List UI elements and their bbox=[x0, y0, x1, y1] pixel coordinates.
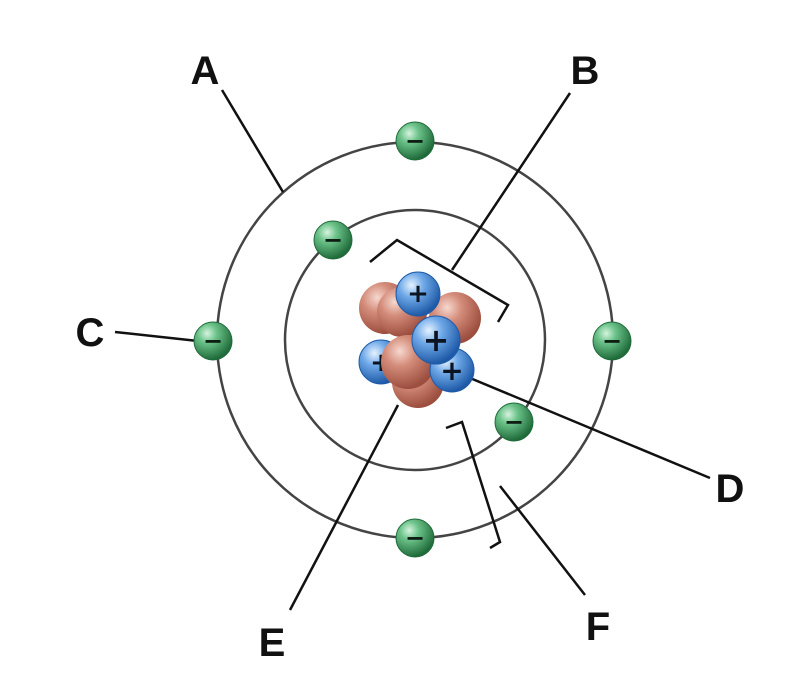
label-f: F bbox=[586, 605, 610, 649]
leader-line-e bbox=[288, 404, 400, 611]
electron: − bbox=[395, 121, 435, 161]
electron-sign: − bbox=[323, 226, 343, 254]
electron-sign: − bbox=[405, 524, 425, 552]
electron-sign: − bbox=[602, 327, 622, 355]
label-e: E bbox=[259, 621, 286, 665]
leader-line-a bbox=[220, 89, 285, 193]
electron: − bbox=[193, 321, 233, 361]
proton-sign: + bbox=[407, 279, 429, 309]
electron: − bbox=[395, 518, 435, 558]
proton: + bbox=[395, 271, 441, 317]
inner-orbit bbox=[283, 208, 547, 472]
electron: − bbox=[592, 321, 632, 361]
label-a: A bbox=[191, 49, 220, 93]
bracket-nucleus bbox=[369, 238, 510, 323]
electron-sign: − bbox=[405, 127, 425, 155]
bracket-shell-gap bbox=[445, 420, 502, 550]
label-b: B bbox=[571, 49, 600, 93]
nucleus: + + + + bbox=[358, 271, 481, 408]
proton-sign: + bbox=[423, 321, 450, 359]
electron: − bbox=[494, 402, 534, 442]
proton: + bbox=[411, 315, 461, 365]
electron-sign: − bbox=[203, 327, 223, 355]
leader-line-f bbox=[499, 485, 586, 596]
leader-line-c bbox=[114, 330, 199, 343]
label-d: D bbox=[716, 467, 745, 511]
electron-sign: − bbox=[504, 408, 524, 436]
leader-line-b bbox=[450, 92, 572, 271]
electron: − bbox=[313, 220, 353, 260]
leader-line-d bbox=[469, 376, 711, 480]
label-c: C bbox=[76, 311, 105, 355]
